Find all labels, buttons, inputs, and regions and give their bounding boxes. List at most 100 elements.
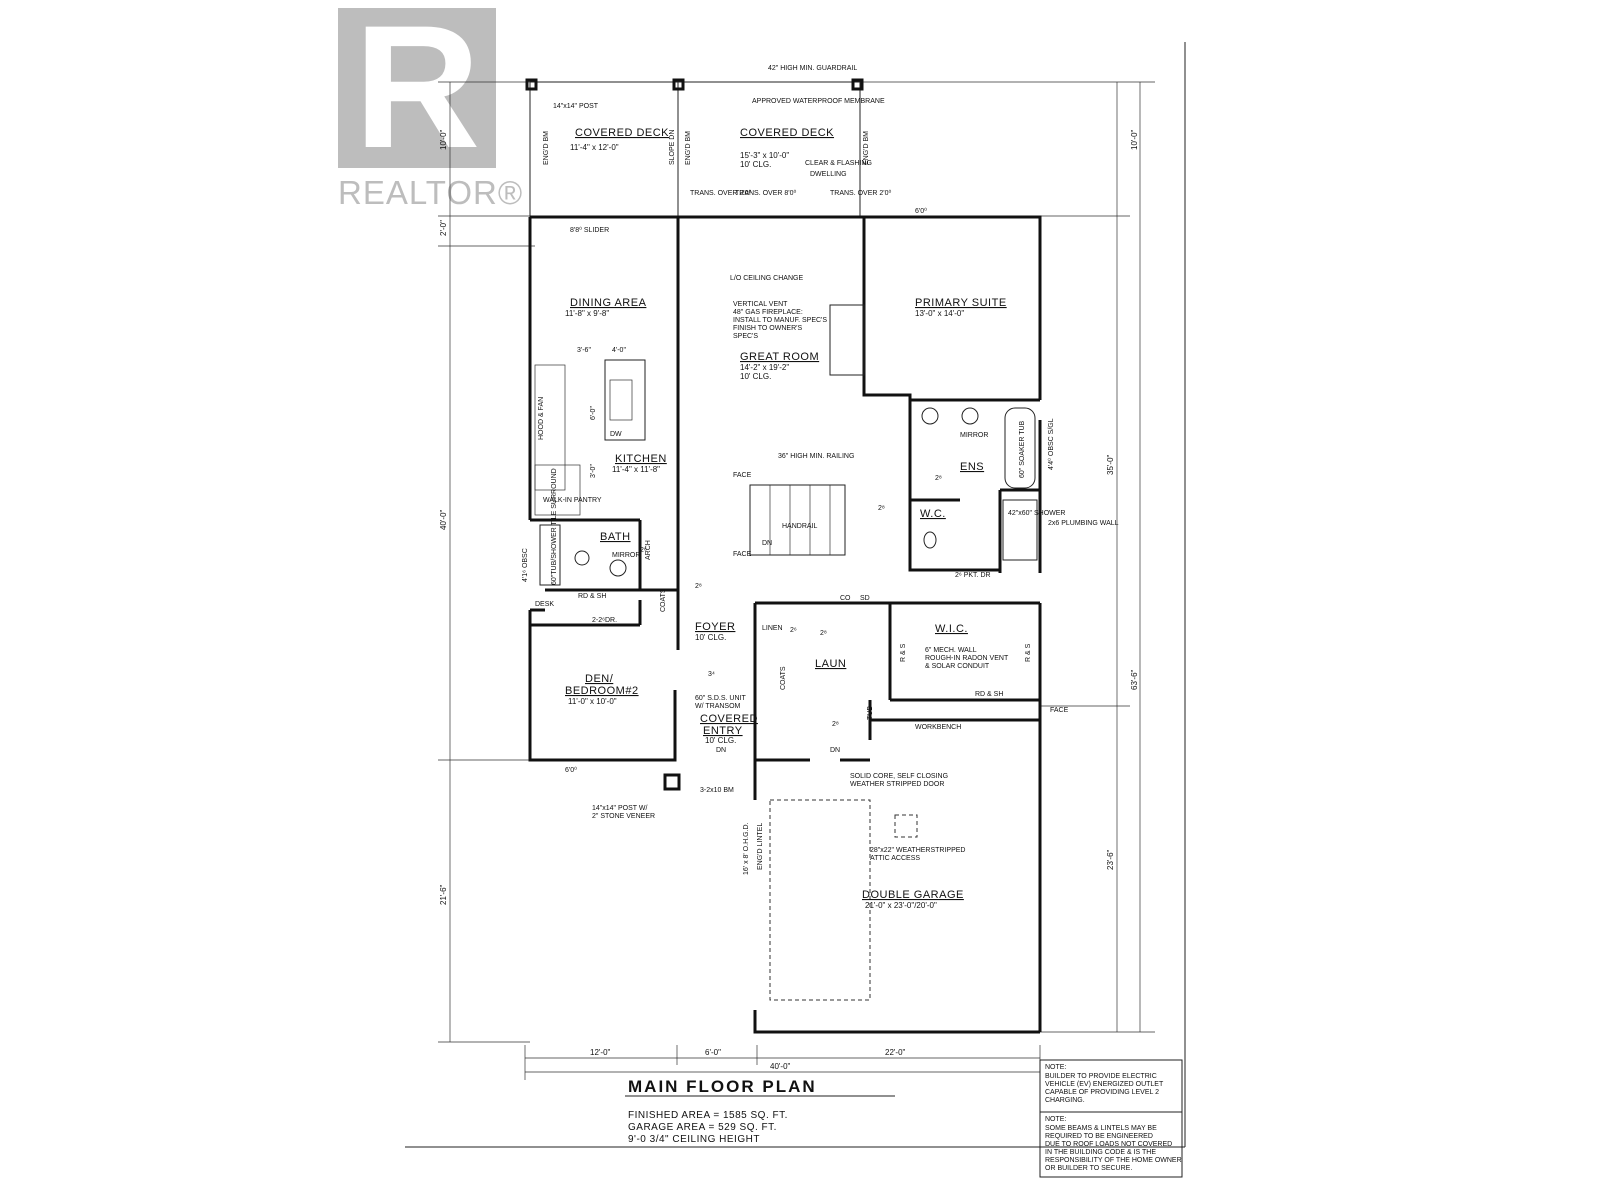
realtor-wordmark: REALTOR® (338, 174, 524, 211)
note-face-1: FACE (733, 472, 752, 479)
note-face-2: FACE (733, 551, 752, 558)
dim-left-2: 2'-0" (439, 220, 448, 236)
room-kitchen-size: 11'-4" x 11'-8" (612, 465, 660, 474)
room-wc: W.C. (920, 508, 946, 520)
note-handrail: HANDRAIL (782, 523, 818, 530)
note-rd-sh-bath: RD & SH (578, 593, 606, 600)
dim-right-low: 23'-6" (1106, 849, 1115, 870)
room-covered-entry-2: ENTRY (703, 725, 743, 737)
dim-bottom-1: 12'-0" (590, 1048, 611, 1057)
note-2-line-3: DUE TO ROOF LOADS NOT COVERED (1045, 1141, 1172, 1148)
plan-title: MAIN FLOOR PLAN (628, 1077, 817, 1096)
room-kitchen: KITCHEN (615, 453, 667, 465)
note-2-line-6: OR BUILDER TO SECURE. (1045, 1165, 1132, 1172)
room-covered-deck-1-size: 11'-4" x 12'-0" (570, 143, 619, 152)
note-trans-3: TRANS. OVER 2'0⁰ (830, 189, 892, 197)
note-1-heading: NOTE: (1045, 1064, 1066, 1071)
room-great-room: GREAT ROOM (740, 351, 819, 363)
note-fireplace-1: VERTICAL VENT (733, 301, 788, 308)
note-door-26: 2⁶ (790, 627, 797, 634)
note-soaker: 60" SOAKER TUB (1019, 420, 1026, 478)
note-linen: LINEN (762, 625, 783, 632)
note-door-28-1: 2⁸ (935, 475, 942, 482)
dim-right-top: 10'-0" (1130, 129, 1139, 150)
note-dw: DW (610, 431, 622, 438)
note-door-34: 3⁴ (708, 671, 715, 678)
room-laun: LAUN (815, 658, 846, 670)
note-sds-1: 60" S.D.S. UNIT (695, 695, 746, 702)
note-walkin-pantry: WALK-IN PANTRY (543, 497, 602, 504)
note-d30: 3'-0" (590, 464, 597, 478)
note-slider: 8'8⁰ SLIDER (570, 226, 609, 234)
dim-right-total: 63'-6" (1130, 669, 1139, 690)
note-guardrail: 42" HIGH MIN. GUARDRAIL (768, 65, 857, 72)
garage-area: GARAGE AREA = 529 SQ. FT. (628, 1122, 777, 1133)
room-wic: W.I.C. (935, 623, 968, 635)
note-1-line-3: CAPABLE OF PROVIDING LEVEL 2 (1045, 1089, 1159, 1096)
dim-bottom-total: 40'-0" (770, 1062, 791, 1071)
note-1-line-4: CHARGING. (1045, 1097, 1085, 1104)
drawing-border (405, 42, 1186, 1148)
realtor-logo-box: R (338, 0, 496, 175)
note-door-2: WEATHER STRIPPED DOOR (850, 781, 944, 788)
note-plumbing: 2x6 PLUMBING WALL (1048, 520, 1119, 527)
note-dr22: 2-2⁶DR. (592, 617, 617, 624)
room-primary-suite: PRIMARY SUITE (915, 297, 1007, 309)
note-door-28-6: 2⁸ (832, 721, 839, 728)
note-stair-dn: DN (762, 540, 772, 547)
dim-bottom-3: 22'-0" (885, 1048, 906, 1057)
note-box-2 (1039, 1111, 1183, 1178)
note-window-den: 6'0⁰ (565, 766, 577, 774)
note-fireplace-2: 48" GAS FIREPLACE: (733, 309, 803, 316)
note-2-line-1: SOME BEAMS & LINTELS MAY BE (1045, 1125, 1157, 1132)
realtor-logo: R REALTOR® (338, 0, 522, 218)
note-desk: DESK (535, 601, 554, 608)
note-co: CO (840, 595, 851, 602)
dim-bottom-2: 6'-0" (705, 1048, 721, 1057)
room-double-garage: DOUBLE GARAGE (862, 889, 964, 901)
note-2-heading: NOTE: (1045, 1116, 1066, 1123)
note-trans-1: TRANS. OVER 2'0⁰ (690, 189, 752, 197)
note-arch: ARCH (645, 540, 652, 560)
note-2-line-2: REQUIRED TO BE ENGINEERED (1045, 1133, 1153, 1140)
note-railing: 36" HIGH MIN. RAILING (778, 453, 854, 460)
room-foyer: FOYER (695, 621, 735, 633)
note-door-28-4: 2⁸ (695, 583, 702, 590)
note-clear-flashing: CLEAR & FLASHING (805, 160, 872, 167)
room-den-size: 11'-0" x 10'-0" (568, 697, 617, 706)
note-window-top: 6'0⁰ (915, 207, 927, 215)
note-rs-2: R & S (1025, 643, 1032, 662)
note-beam: 3-2x10 BM (700, 787, 734, 794)
dim-left-top: 10'-0" (439, 129, 448, 150)
note-d60: 6'-0" (590, 406, 597, 420)
note-obsc: 4'4⁰ OBSC S/GL (1047, 418, 1055, 470)
room-dining-size: 11'-8" x 9'-8" (565, 309, 609, 318)
room-foyer-ceiling: 10' CLG. (695, 633, 726, 642)
dim-right-mid: 35'-0" (1106, 454, 1115, 475)
note-door-28-5: 2⁸ (820, 630, 827, 637)
room-dining: DINING AREA (570, 297, 647, 309)
room-great-room-size: 14'-2" x 19'-2" (740, 363, 789, 372)
note-door-1: SOLID CORE, SELF CLOSING (850, 773, 948, 780)
note-slope: SLOPE DN (669, 130, 676, 165)
note-sds-2: W/ TRANSOM (695, 703, 741, 710)
note-mirror-ens: MIRROR (960, 432, 988, 439)
note-engd-bm-3: ENG'D BM (863, 131, 870, 165)
room-covered-deck-1: COVERED DECK (575, 127, 669, 139)
room-covered-entry-ceiling: 10' CLG. (705, 736, 736, 745)
note-face-3: FACE (1050, 707, 1069, 714)
note-shower: 42"x60" SHOWER (1008, 510, 1066, 517)
note-1-line-2: VEHICLE (EV) ENERGIZED OUTLET (1045, 1081, 1164, 1088)
note-rs-1: R & S (900, 643, 907, 662)
room-great-room-ceiling: 10' CLG. (740, 372, 771, 381)
note-coats-2: COATS (780, 666, 787, 690)
note-pkt-dr: 2⁶ PKT. DR (955, 572, 991, 579)
note-1-line-1: BUILDER TO PROVIDE ELECTRIC (1045, 1073, 1157, 1080)
room-covered-deck-2-ceiling: 10' CLG. (740, 160, 771, 169)
note-attic-1: 28"x22" WEATHERSTRIPPED (870, 847, 965, 854)
note-workbench: WORKBENCH (915, 724, 961, 731)
note-garage-door: 16' x 8' O.H.G.D. (743, 822, 750, 875)
note-obsc-bath: 4'1⁶ OBSC (522, 548, 529, 582)
note-2-line-5: RESPONSIBILITY OF THE HOME OWNER (1045, 1157, 1182, 1164)
